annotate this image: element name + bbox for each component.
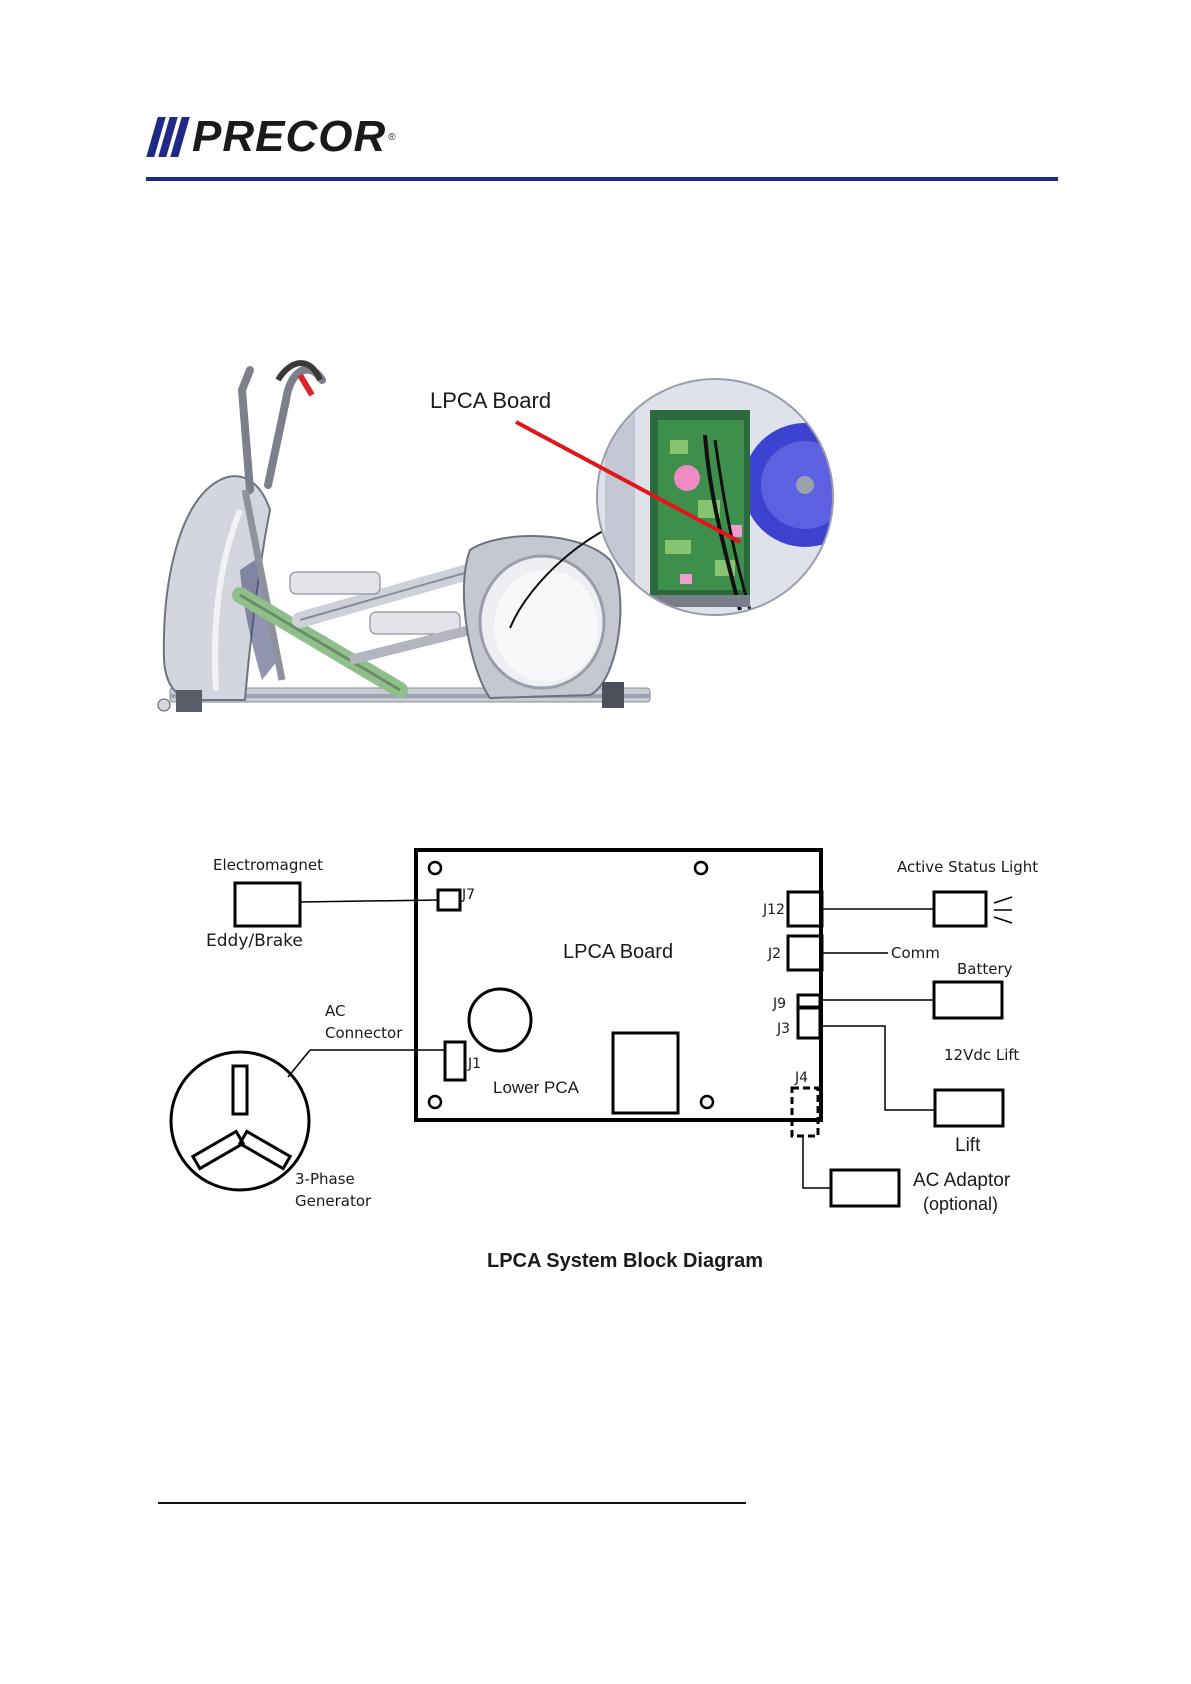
label-ac: AC — [325, 1002, 345, 1020]
lpca-block-diagram: Electromagnet Eddy/Brake J7 LPCA Board A… — [160, 830, 1060, 1300]
lpca-callout-label: LPCA Board — [430, 388, 551, 413]
lpca-board-closeup — [590, 370, 867, 630]
status-light-block — [934, 892, 986, 926]
label-3-phase: 3-Phase — [295, 1170, 355, 1188]
connector-j4 — [792, 1088, 818, 1136]
connector-j1 — [445, 1042, 465, 1080]
ac-adaptor-block — [831, 1170, 899, 1206]
lower-pca-chip — [613, 1033, 678, 1113]
header-rule — [146, 177, 1058, 181]
lpca-board-outline — [416, 850, 821, 1120]
label-ac-adaptor: AC Adaptor — [913, 1170, 1011, 1191]
precor-logo-icon — [148, 117, 192, 157]
capacitor — [469, 989, 531, 1051]
diagram-caption: LPCA System Block Diagram — [487, 1250, 763, 1272]
connector-j3 — [798, 1008, 820, 1038]
connector-j12 — [788, 892, 822, 926]
label-lower-pca: Lower PCA — [493, 1078, 580, 1097]
connector-j7 — [438, 890, 460, 910]
status-light-rays-icon — [994, 897, 1012, 923]
label-electromagnet: Electromagnet — [213, 856, 323, 874]
precor-logo: PRECOR ® — [148, 112, 396, 162]
label-j9: J9 — [772, 996, 786, 1012]
registered-mark: ® — [388, 132, 395, 143]
lift-block — [935, 1090, 1003, 1126]
battery-block — [934, 982, 1002, 1018]
electromagnet-block — [235, 883, 300, 926]
label-active-status-light: Active Status Light — [897, 858, 1038, 876]
generator-icon — [171, 1052, 309, 1190]
label-comm: Comm — [891, 944, 940, 962]
label-j3: J3 — [776, 1021, 790, 1037]
connector-j9 — [798, 995, 820, 1007]
label-lift: Lift — [955, 1135, 981, 1156]
label-j7: J7 — [461, 887, 475, 903]
label-j4: J4 — [794, 1070, 808, 1086]
connector-j2 — [788, 936, 822, 970]
label-j1: J1 — [467, 1056, 481, 1072]
elliptical-illustration: LPCA Board — [150, 360, 910, 760]
label-generator: Generator — [295, 1192, 372, 1210]
label-12vdc-lift: 12Vdc Lift — [944, 1046, 1019, 1064]
footnote-rule — [158, 1502, 746, 1504]
board-title: LPCA Board — [563, 941, 673, 963]
label-battery: Battery — [957, 960, 1013, 978]
label-j12: J12 — [762, 902, 785, 918]
label-connector: Connector — [325, 1024, 403, 1042]
label-eddy-brake: Eddy/Brake — [206, 931, 303, 951]
label-ac-adaptor-note: (optional) — [923, 1194, 998, 1214]
brand-name: PRECOR — [192, 115, 386, 159]
label-j2: J2 — [767, 946, 781, 962]
